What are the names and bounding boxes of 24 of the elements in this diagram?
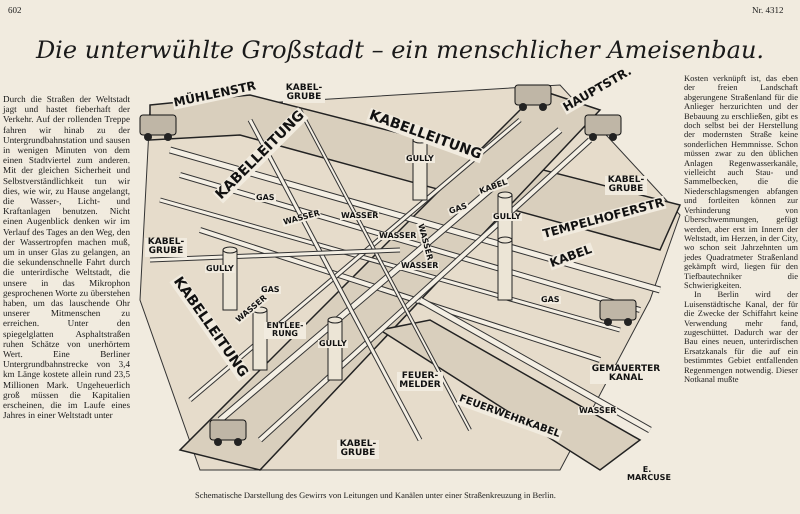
page-number: Nr. 4312 bbox=[752, 5, 784, 15]
drawing-label: KABEL-GRUBE bbox=[145, 238, 187, 257]
page-number: 602 bbox=[8, 5, 22, 15]
drawing-label: KABEL-GRUBE bbox=[605, 176, 647, 195]
article-paragraph: In Berlin wird der Luisenstädtische Kanal, der für die Zwecke der Schiffahrt keine Verwendung mehr fand, zugeschüttet. Dadurch war der Bau eines neuen, unterirdischen Ersatzkanals für die auf ein bestimmtes Gebiet entfallenden Regenmengen notwendig. Dieser Notkanal mußte bbox=[684, 290, 798, 384]
drawing-label: GAS bbox=[540, 296, 561, 304]
drawing-label: WASSER bbox=[340, 212, 380, 220]
drawing-label: FEUER-MELDER bbox=[397, 372, 443, 391]
drawing-label: WASSER bbox=[378, 232, 418, 240]
article-paragraph: Kosten verknüpft ist, das eben der freien Landschaft abgerungene Straßenland für die Anlieger herzurichten und der Bebauung zu erschließen, gibt es doch selbst bei der Herstellung der modernsten Straße keine sonderlichen Hemmnisse. Schon müssen zwar zu den üblichen Anlagen Regenwasserkanäle, vielleicht auch Stau- und Sammelbecken, die die Niederschlagsmengen abfangen und fortleiten können zur Verhinderung von Überschwemmungen, gefügt werden, aber erst im Innern der Weltstadt, im Herzen, in der City, wo schon seit Jahrzehnten um jedes Quadratmeter Straßenland gekämpft wird, liegen für den Tiefbautechniker die Schwierigkeiten. bbox=[684, 74, 798, 290]
drawing-label: WASSER bbox=[400, 262, 440, 270]
page-title: Die unterwühlte Großstadt – ein menschlicher Ameisenbau. bbox=[34, 36, 766, 64]
figure-caption: Schematische Darstellung des Gewirrs von Leitungen und Kanälen unter einer Straßenkreuzung in Berlin. bbox=[195, 490, 557, 500]
drawing-label: GULLY bbox=[318, 340, 348, 348]
drawing-label: E. MARCUSE bbox=[626, 466, 668, 483]
drawing-label: KABEL-GRUBE bbox=[283, 84, 325, 103]
drawing-label: WASSER bbox=[578, 407, 618, 416]
drawing-label: GULLY bbox=[205, 265, 235, 274]
drawing-label: GULLY bbox=[492, 213, 522, 222]
drawing-label: GEMAUERTER KANAL bbox=[590, 365, 662, 384]
drawing-label: KABEL-GRUBE bbox=[337, 440, 379, 459]
drawing-label: GAS bbox=[260, 286, 281, 294]
article-paragraph: Durch die Straßen der Weltstadt jagt und hastet fieberhaft der Verkehr. Auf der rollenden Treppe fahren wir hinab zu der Untergrundbahnstation und sausen in wenigen Minuten von dem einen Stadtviertel zum anderen. Mit der gleichen Sicherheit und Selbstverständlichkeit tun wir dies, wie wir, zu Hause angelangt, die Wasser-, Licht- und Kraftanlagen benutzen. Nicht einen Augenblick denken wir im Verlauf des Tages an den Weg, den der Wassertropfen machen muß, um in unser Glas zu gelangen, an die sekundenschnelle Fahrt durch die unterirdische Weltstadt, die unsere in das Mikrophon gesprochenen Worte zu überstehen haben, um das lauschende Ohr unserer Mitmenschen zu erreichen. Unter den spiegelglatten Asphaltstraßen ruhen Schätze von unerhörtem Wert. Eine Berliner Untergrundbahnstrecke von 3,4 km Länge kostete allein rund 23,5 Millionen Mark. Ungeheuerlich groß müssen die Kapitalien erscheinen, die im Laufe eines Jahres in einer Weltstadt unter bbox=[3, 94, 130, 420]
drawing-label: ENTLEE-RUNG bbox=[264, 322, 306, 339]
